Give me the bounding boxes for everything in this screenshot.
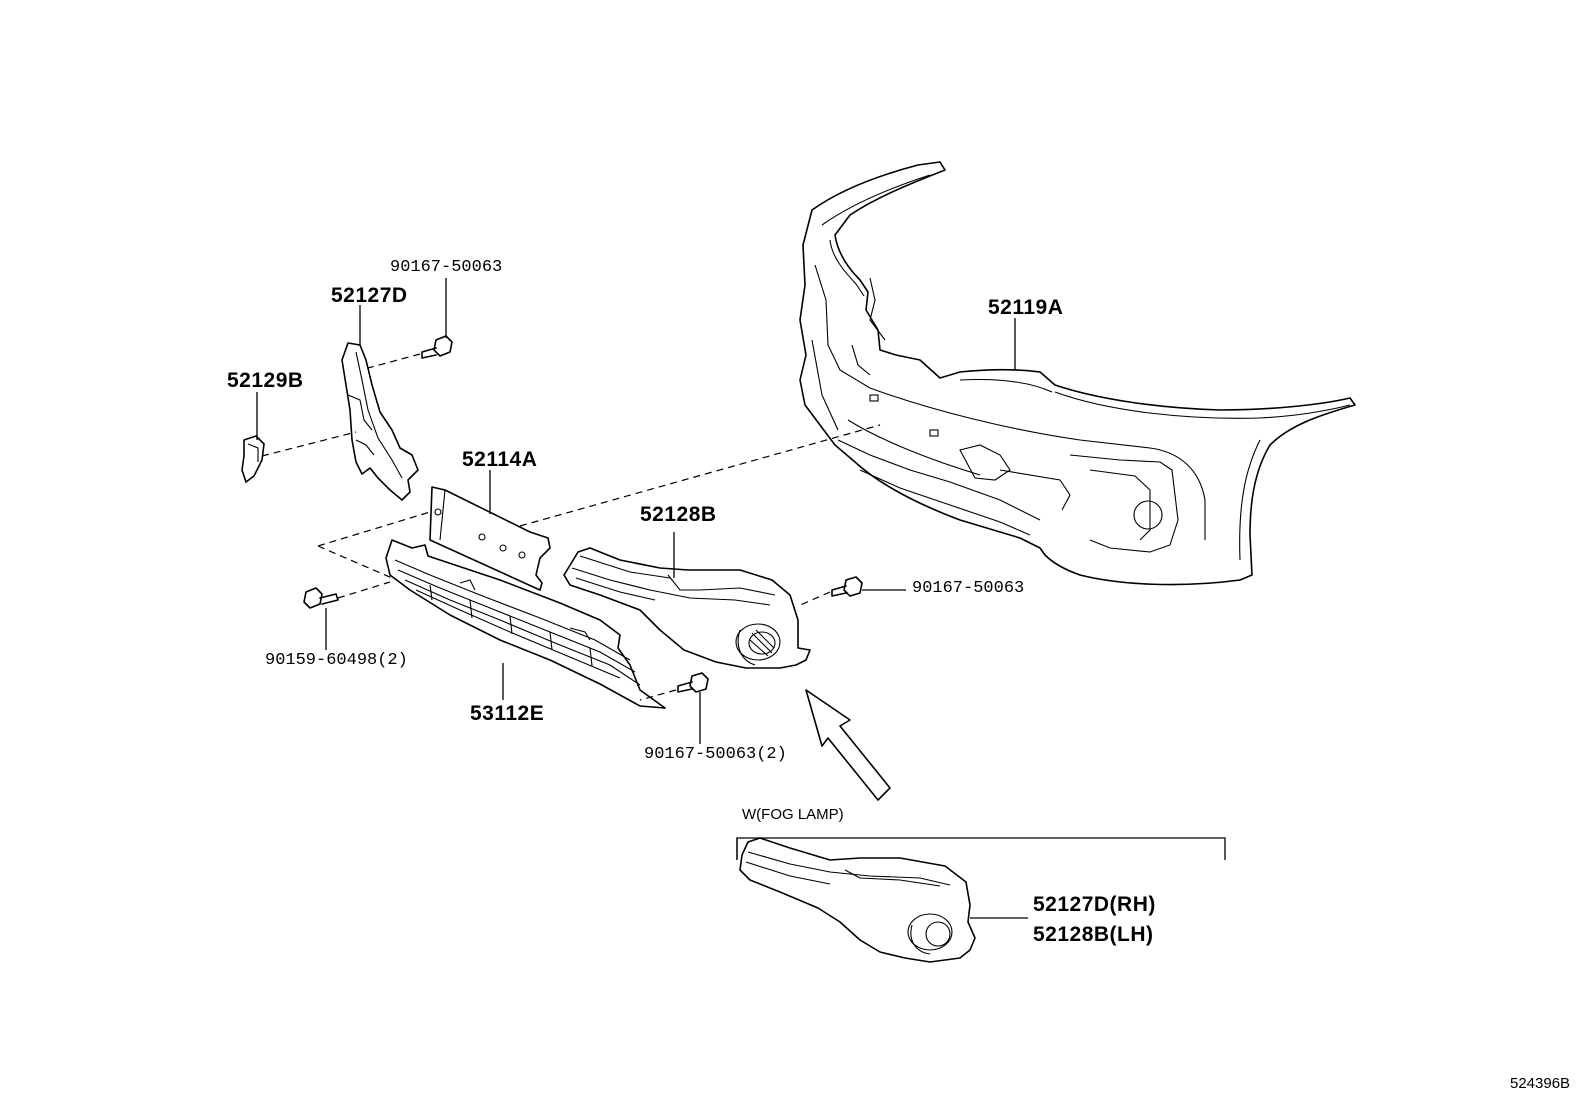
label-bolt-left: 90159-60498(2): [265, 651, 408, 670]
label-52128B: 52128B: [640, 503, 717, 526]
label-52127D: 52127D: [331, 284, 408, 307]
assembly-lines: [261, 353, 881, 701]
label-52114A: 52114A: [462, 448, 538, 471]
clip-52129B: [241, 435, 265, 483]
fog-cover-52128B: [563, 547, 811, 669]
label-52119A: 52119A: [988, 296, 1064, 319]
fog-cover-fog-lamp-variant: [739, 837, 976, 963]
diagram-reference-number: 524396B: [1510, 1075, 1571, 1092]
fog-lamp-note: W(FOG LAMP): [742, 806, 844, 823]
leader-lines: [256, 278, 1028, 919]
label-52129B: 52129B: [227, 369, 304, 392]
bracket-52127D: [341, 342, 419, 501]
label-bolt-right: 90167-50063: [912, 579, 1025, 598]
bolt-icon-top: [421, 335, 453, 359]
bolt-icon-bottom: [677, 672, 709, 693]
fog-lamp-bracket: [736, 837, 1226, 860]
plate-52114A: [429, 486, 551, 591]
bolt-icon-right: [831, 576, 863, 597]
label-bolt-bottom: 90167-50063(2): [644, 745, 787, 764]
label-bolt-top: 90167-50063: [390, 258, 503, 277]
label-fog-lh: 52128B(LH): [1033, 923, 1154, 946]
pointer-arrow: [805, 689, 891, 801]
label-53112E: 53112E: [470, 702, 545, 725]
bumper-cover-52119A: [799, 161, 1356, 586]
grille-53112E: [385, 539, 666, 709]
label-fog-rh: 52127D(RH): [1033, 893, 1156, 916]
bolt-icon-left: [303, 587, 339, 609]
